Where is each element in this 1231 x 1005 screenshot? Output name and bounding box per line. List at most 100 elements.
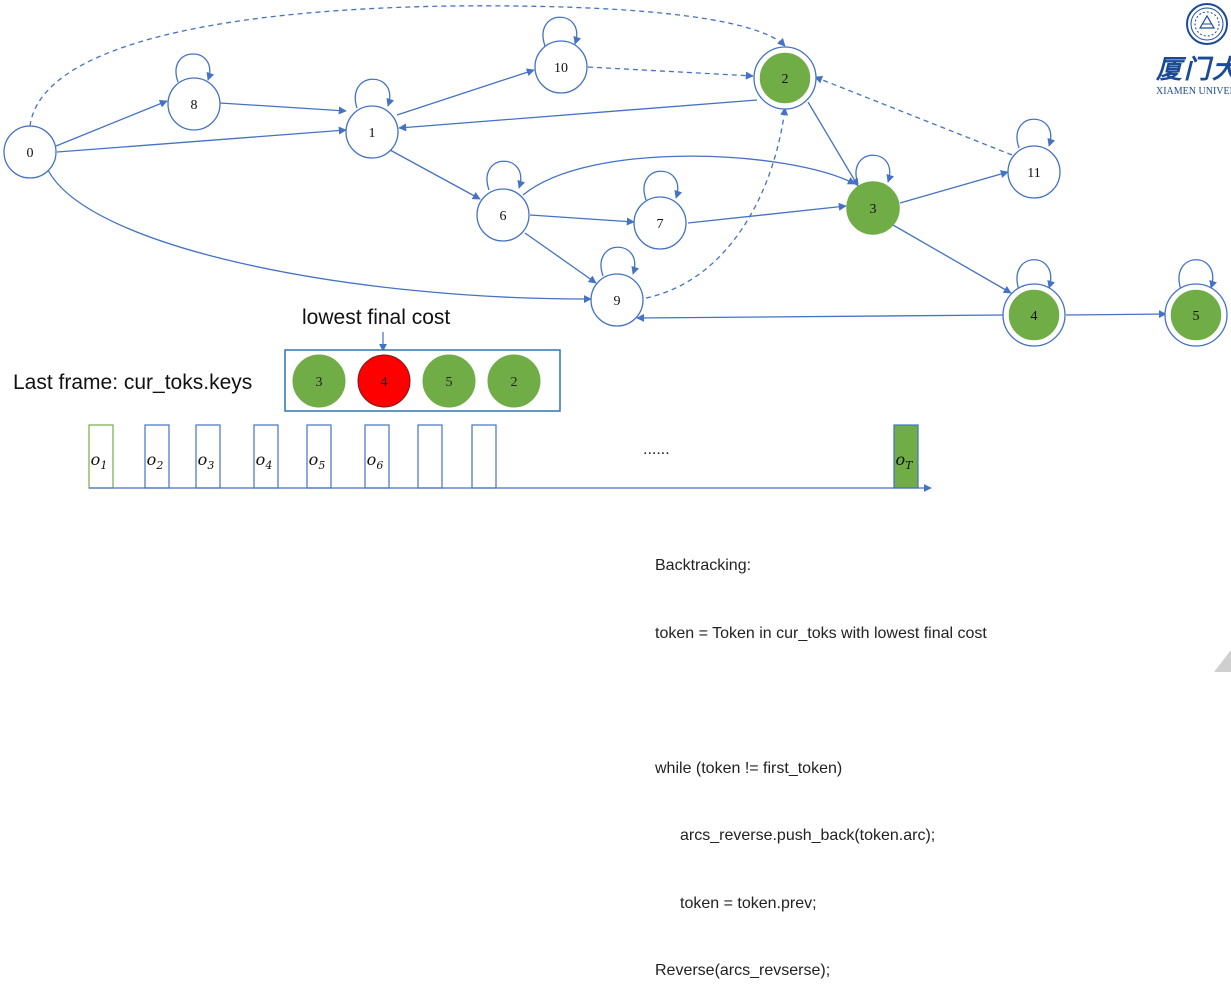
edge-7-3 (687, 202, 847, 224)
state-node-10: 10 (534, 40, 588, 94)
code-line-title: Backtracking: (655, 557, 752, 574)
backtracking-pseudocode: Backtracking: token = Token in cur_toks … (655, 510, 987, 1005)
university-seal-icon (1186, 3, 1228, 45)
observation-timeline: o1 o2 o3 o4 o5 o6 oT (88, 424, 919, 489)
frame-1: o1 (88, 424, 114, 489)
state-circle (1007, 288, 1061, 342)
state-label: 3 (870, 202, 877, 217)
edge-11-2-dashed (814, 75, 1013, 156)
state-label: 4 (1031, 309, 1038, 324)
loop-4 (1016, 259, 1055, 291)
state-circle (345, 105, 399, 159)
edge-8-1 (219, 102, 347, 115)
self-loops (175, 16, 1217, 291)
edge-2-1 (398, 99, 758, 132)
loop-5 (1178, 259, 1217, 291)
token-label: 5 (446, 375, 453, 390)
university-logo: 厦门大 XIAMEN UNIVERSITY (1150, 0, 1231, 100)
frame-box (253, 424, 279, 489)
state-node-4: 4 (1002, 283, 1066, 347)
edge-3-4 (892, 224, 1012, 294)
token-2: 2 (487, 354, 541, 408)
edge-0-2-dashed (29, 5, 786, 127)
edge-4-9 (636, 313, 1004, 322)
state-circle (590, 273, 644, 327)
state-circle (3, 125, 57, 179)
code-line-reverse: Reverse(arcs_revserse); (655, 962, 831, 979)
frame-box (88, 424, 114, 489)
state-label: 11 (1027, 166, 1040, 181)
loop-10 (542, 16, 582, 47)
edge-9-2-dashed (645, 107, 789, 299)
code-line-token-init: token = Token in cur_toks with lowest fi… (655, 624, 987, 642)
state-label: 0 (27, 146, 34, 161)
edge-0-9 (47, 169, 592, 304)
state-label: 9 (614, 294, 621, 309)
obs-label: o3 (198, 450, 215, 472)
state-label: 2 (782, 72, 789, 87)
graph-edges (47, 68, 1167, 322)
state-label: 10 (554, 61, 568, 76)
lowest-final-cost-label: lowest final cost (302, 306, 450, 329)
loop-9 (600, 246, 640, 277)
state-node-1: 1 (345, 105, 399, 159)
loop-7 (643, 170, 683, 201)
state-label: 5 (1193, 309, 1200, 324)
edge-6-7 (529, 214, 635, 226)
token-4: 4 (357, 354, 411, 408)
loop-3 (855, 154, 895, 185)
edge-1-10 (396, 68, 535, 116)
obs-label: o6 (367, 450, 384, 472)
state-circle (1169, 288, 1223, 342)
token-circle (422, 354, 476, 408)
graph-dashed-edges (29, 5, 1013, 299)
frame-box (471, 424, 497, 489)
frame-box (364, 424, 390, 489)
state-node-6: 6 (476, 188, 530, 242)
token-circle (487, 354, 541, 408)
state-label: 8 (191, 98, 198, 113)
obs-label: o5 (309, 450, 326, 472)
loop-1 (354, 78, 395, 109)
frame-7 (417, 424, 443, 489)
frame-3: o3 (195, 424, 221, 489)
edge-0-8 (55, 99, 168, 147)
loop-11 (1016, 118, 1056, 149)
edge-0-1 (56, 126, 347, 153)
frame-8 (471, 424, 497, 489)
state-circle (476, 188, 530, 242)
state-circle (633, 196, 687, 250)
frame-box (195, 424, 221, 489)
frame-2: o2 (144, 424, 170, 489)
state-circle (1007, 145, 1061, 199)
frame-4: o4 (253, 424, 279, 489)
obs-label: o1 (91, 450, 108, 472)
token-label: 3 (316, 375, 323, 390)
last-frame-label: Last frame: cur_toks.keys (13, 371, 252, 394)
edge-1-6 (389, 149, 481, 200)
frame-5: o5 (306, 424, 332, 489)
token-5: 5 (422, 354, 476, 408)
token-label: 4 (381, 375, 388, 390)
frame-6: o6 (364, 424, 390, 489)
token-3: 3 (292, 354, 346, 408)
state-circle (846, 181, 900, 235)
obs-label: o4 (256, 450, 273, 472)
frame-last: oT (893, 424, 919, 489)
state-node-8: 8 (167, 77, 221, 131)
token-circle (292, 354, 346, 408)
edge-6-3 (522, 155, 856, 196)
state-circle (534, 40, 588, 94)
token-label: 2 (511, 375, 518, 390)
state-label: 1 (369, 126, 376, 141)
university-name-cn: 厦门大 (1156, 55, 1231, 84)
state-node-2: 2 (753, 46, 817, 110)
state-circle (758, 51, 812, 105)
state-node-3: 3 (846, 181, 900, 235)
obs-label: oT (896, 450, 915, 472)
token-circles: 3 4 5 2 (292, 354, 541, 408)
edge-10-2-dashed (587, 66, 754, 80)
code-line-blank (655, 690, 987, 713)
edge-4-5 (1065, 310, 1167, 319)
